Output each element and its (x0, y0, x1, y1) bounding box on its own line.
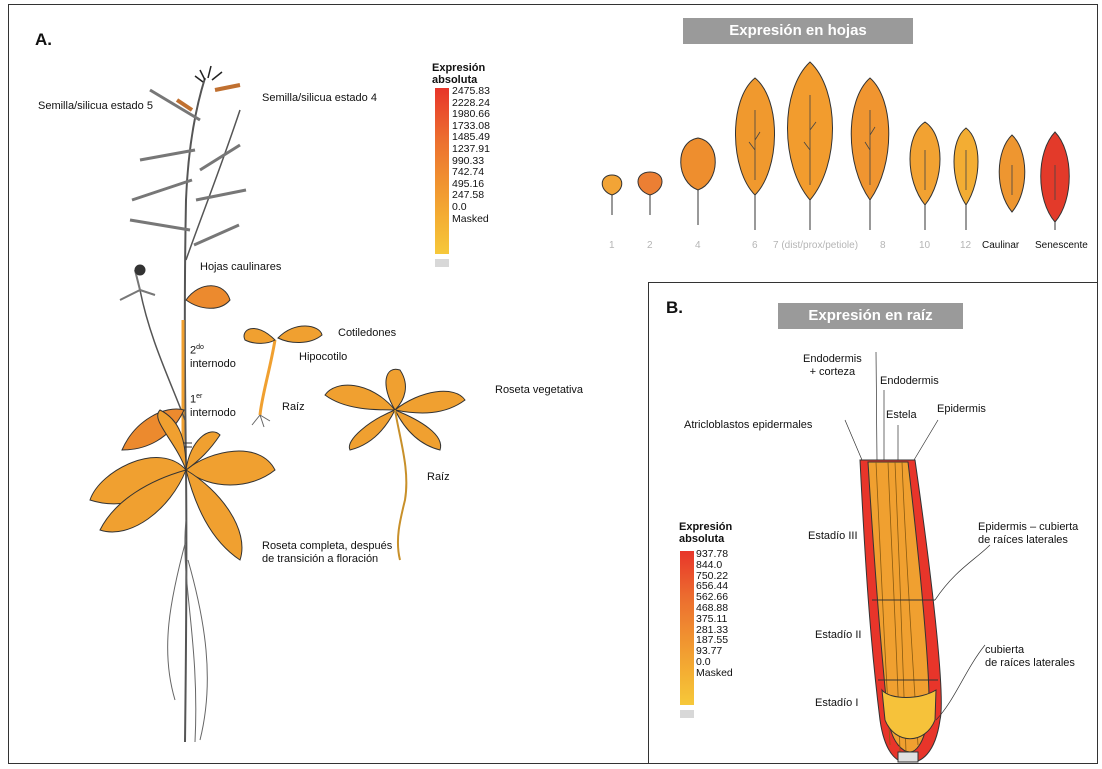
leaf-label-caulinar: Caulinar (982, 240, 1019, 251)
legend-b-title: Expresión absoluta (679, 521, 749, 545)
leaf-label-2: 2 (647, 240, 653, 251)
leaf-label-6: 6 (752, 240, 758, 251)
label-atrichoblasts: Atricloblastos epidermales (684, 419, 812, 432)
root-banner: Expresión en raíz (778, 303, 963, 329)
leaf-label-senescent: Senescente (1035, 240, 1088, 251)
flowering-plant (90, 66, 275, 742)
legend-b-colorbar (680, 551, 694, 705)
label-root-seedling: Raíz (282, 401, 305, 414)
leaf-1 (602, 175, 622, 215)
legend-a-title: Expresión absoluta (432, 62, 502, 86)
label-root-rosette: Raíz (427, 471, 450, 484)
label-hypocotyl: Hipocotilo (299, 351, 347, 364)
leaf-2 (638, 172, 662, 215)
leaf-label-1: 1 (609, 240, 615, 251)
label-seed-stage-4: Semilla/silicua estado 4 (262, 92, 377, 105)
label-cotyledons: Cotiledones (338, 327, 396, 340)
leaf-label-7: 7 (dist/prox/petiole) (773, 240, 858, 251)
label-epidermis: Epidermis (937, 403, 986, 416)
legend-a-masked-swatch (435, 259, 449, 267)
label-endodermis: Endodermis (880, 375, 939, 388)
label-vegetative-rosette: Roseta vegetativa (495, 384, 583, 397)
leaf-4 (681, 138, 716, 225)
label-seed-stage-5: Semilla/silicua estado 5 (38, 100, 153, 113)
label-full-rosette: Roseta completa, después de transición a… (262, 540, 402, 566)
label-endodermis-cortex: Endodermis+ corteza (803, 353, 862, 379)
leaf-label-8: 8 (880, 240, 886, 251)
legend-b-masked-swatch (680, 710, 694, 718)
leaf-series (602, 62, 1069, 230)
label-stage-3: Estadío III (808, 530, 858, 543)
label-stele: Estela (886, 409, 917, 422)
leaf-label-4: 4 (695, 240, 701, 251)
label-stage-1: Estadío I (815, 697, 858, 710)
vegetative-rosette (325, 369, 465, 560)
legend-a-colorbar (435, 88, 449, 254)
leaf-label-10: 10 (919, 240, 930, 251)
panel-b-letter: B. (666, 298, 683, 318)
label-stage-2: Estadío II (815, 629, 861, 642)
leaf-label-12: 12 (960, 240, 971, 251)
panel-a-letter: A. (35, 30, 52, 50)
leaves-banner: Expresión en hojas (683, 18, 913, 44)
label-cauline-leaves: Hojas caulinares (200, 261, 281, 274)
